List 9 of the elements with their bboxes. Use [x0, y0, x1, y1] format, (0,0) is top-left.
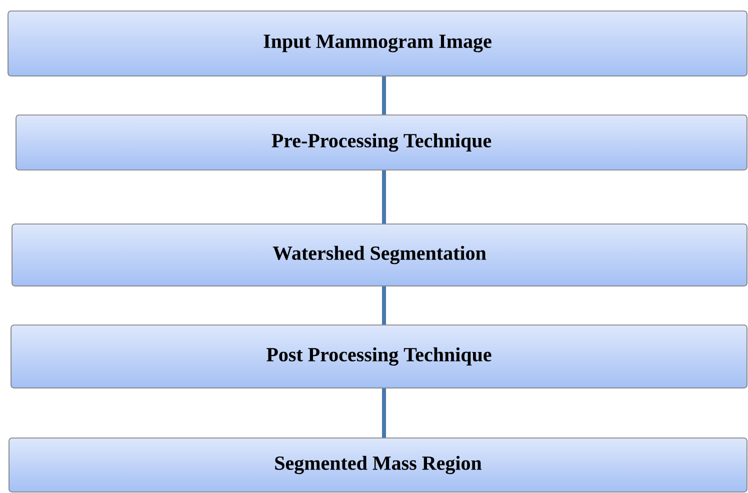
connector-line [382, 286, 386, 325]
connector-line [382, 76, 386, 115]
process-box: Segmented Mass Region [8, 438, 748, 492]
process-box: Watershed Segmentation [12, 224, 748, 286]
connector-line [382, 388, 386, 438]
process-box: Pre-Processing Technique [16, 114, 748, 170]
process-box: Input Mammogram Image [8, 10, 748, 76]
connector-line [382, 170, 386, 224]
process-box: Post Processing Technique [10, 324, 748, 388]
